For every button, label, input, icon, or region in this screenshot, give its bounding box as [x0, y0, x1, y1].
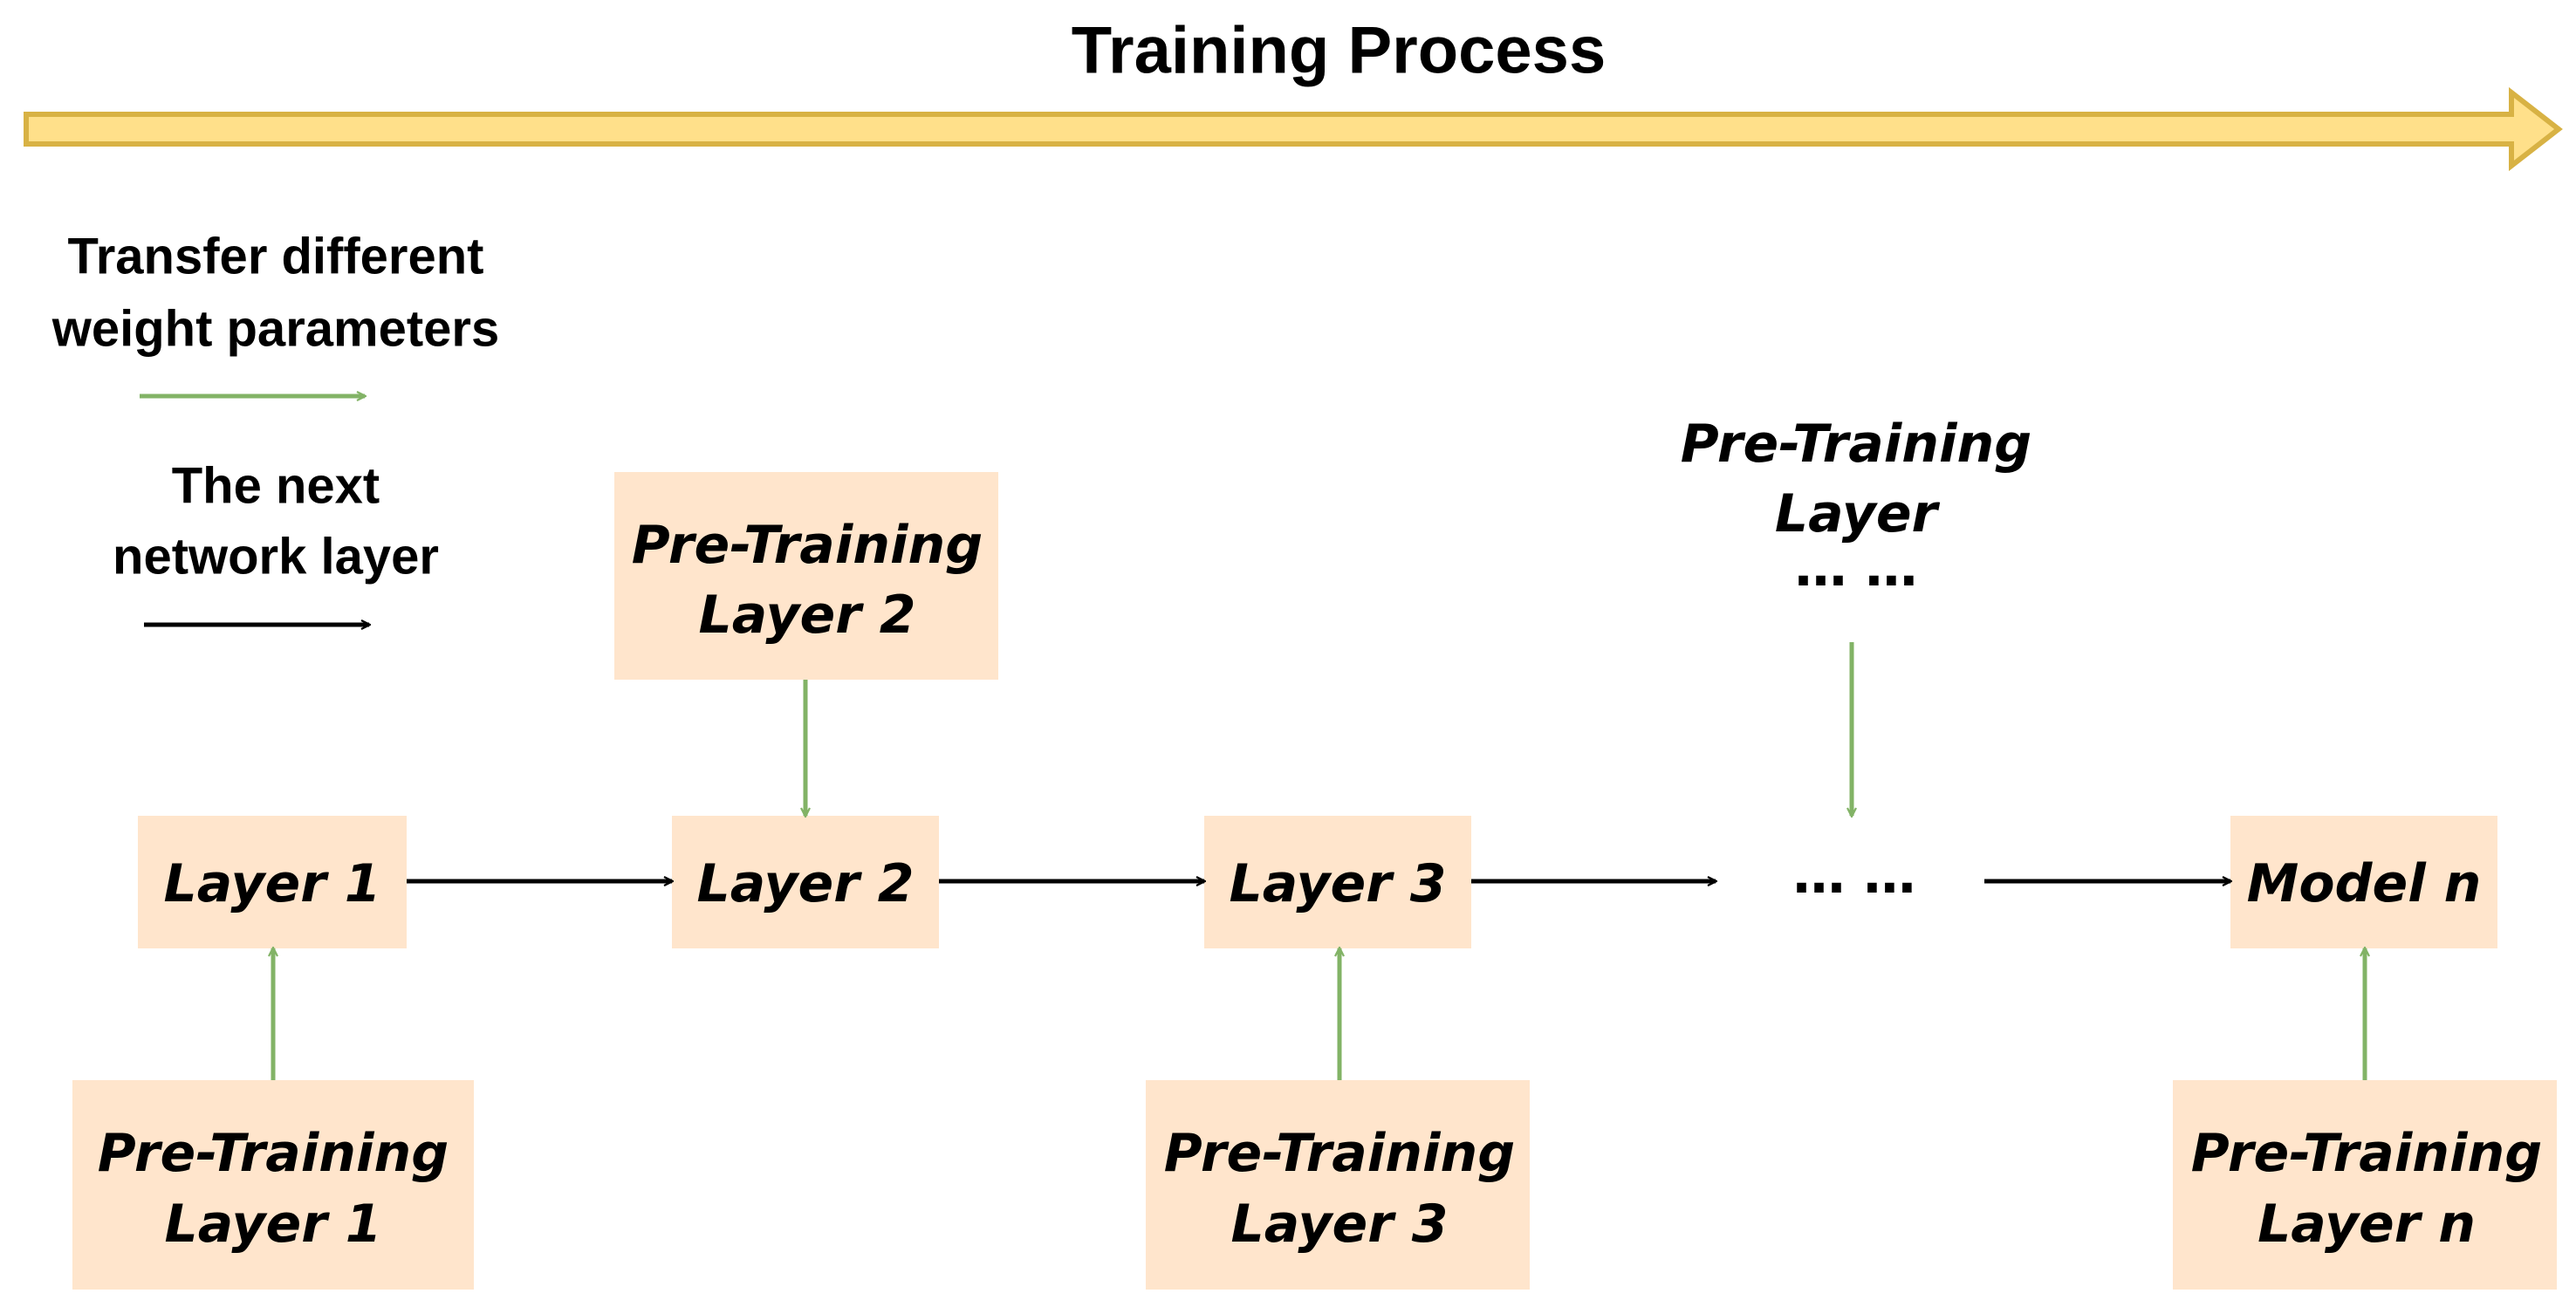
- legend-next-label-line1: The next: [172, 458, 380, 515]
- timeline-arrow: [24, 86, 2563, 172]
- main-node-label: Layer 1: [164, 853, 381, 914]
- legend-next-label-line2: network layer: [113, 529, 439, 585]
- pretrain-node-label-line2: Layer 2: [699, 585, 916, 646]
- pretrain-node-layer-2: Pre-Training Layer 2: [614, 472, 998, 680]
- main-node-label: Layer 3: [1230, 853, 1447, 914]
- main-node-label: Layer 2: [697, 853, 915, 914]
- pretrain-node-layer-3: Pre-Training Layer 3: [1146, 1080, 1530, 1290]
- pretrain-node-label-line1: Pre-Training: [1164, 1123, 1515, 1184]
- pretrain-node-label-line2: Layer n: [2257, 1194, 2476, 1255]
- main-node-layer-2: Layer 2: [672, 816, 939, 948]
- pretrain-node-label-line3: … …: [1795, 537, 1918, 599]
- main-node-label: Model n: [2247, 853, 2482, 914]
- pretrain-node-layer-1: Pre-Training Layer 1: [72, 1080, 474, 1290]
- pretrain-node-label-line2: Layer 3: [1231, 1194, 1449, 1255]
- pretrain-node-label-line2: Layer: [1775, 483, 1941, 544]
- pretrain-node-layer-ellipsis: Pre-Training Layer … …: [1681, 414, 2031, 599]
- pretrain-node-label-line1: Pre-Training: [2191, 1123, 2542, 1184]
- legend-transfer-label-line2: weight parameters: [51, 301, 500, 358]
- diagram-title: Training Process: [1072, 14, 1606, 88]
- pretrain-node-label-line1: Pre-Training: [98, 1123, 449, 1184]
- pretrain-node-layer-n: Pre-Training Layer n: [2173, 1080, 2557, 1290]
- main-node-ellipsis: … …: [1793, 845, 1916, 906]
- pretrain-node-label-line1: Pre-Training: [1681, 414, 2031, 475]
- main-node-layer-3: Layer 3: [1204, 816, 1471, 948]
- main-node-model-n: Model n: [2230, 816, 2497, 948]
- pretrain-node-label-line2: Layer 1: [165, 1194, 382, 1255]
- pretrain-node-label-line1: Pre-Training: [632, 515, 983, 576]
- legend-transfer-label-line1: Transfer different: [68, 229, 484, 285]
- main-node-layer-1: Layer 1: [138, 816, 407, 948]
